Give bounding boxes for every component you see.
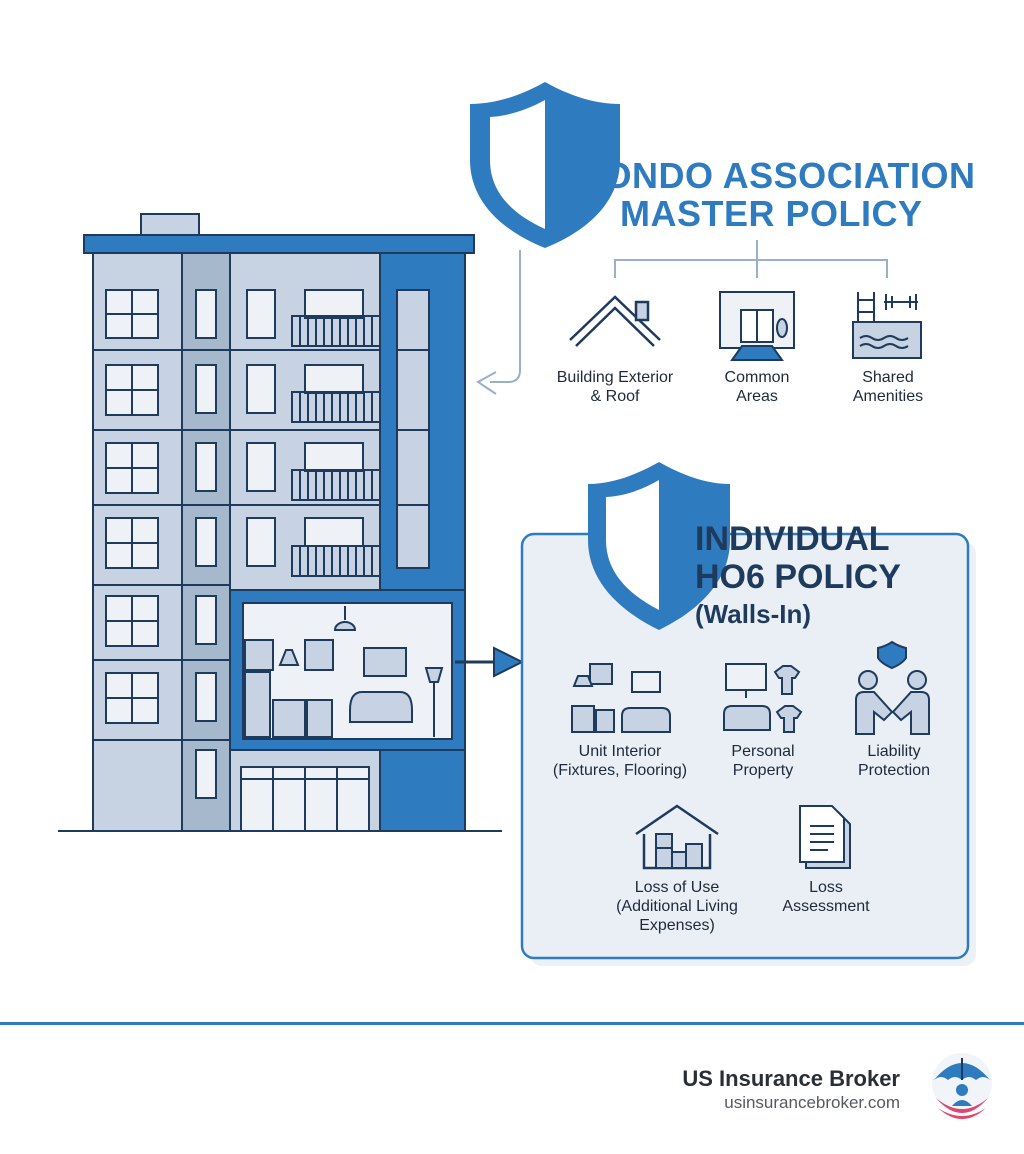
item-label: Property <box>732 762 794 779</box>
ho6-title-line2: HO6 POLICY <box>695 558 901 596</box>
item-label: Building Exterior <box>556 369 674 386</box>
brand-logo <box>932 1053 992 1119</box>
master-shield-icon <box>470 82 620 248</box>
item-label: Common <box>724 369 790 386</box>
brand-name: US Insurance Broker <box>682 1066 900 1091</box>
item-label: Areas <box>736 388 778 405</box>
item-label: Unit Interior <box>578 743 662 760</box>
ho6-title-line1: INDIVIDUAL <box>695 520 890 558</box>
condo-building <box>58 213 502 832</box>
ho6-item-loss-of-use: Loss of Use (Additional Living Expenses) <box>600 878 754 935</box>
ho6-item-liability: Liability Protection <box>834 742 954 780</box>
item-label: Loss of Use <box>634 879 720 896</box>
kitchen-icon <box>571 663 671 733</box>
footer-divider <box>0 1022 1024 1025</box>
handshake-icon <box>855 640 930 735</box>
brand-url: usinsurancebroker.com <box>724 1093 900 1112</box>
item-label: Assessment <box>782 898 870 915</box>
belongings-icon <box>723 663 803 733</box>
master-connector <box>476 240 888 395</box>
ho6-panel <box>520 532 976 966</box>
master-item-building: Building Exterior & Roof <box>535 368 695 406</box>
pool-gym-icon <box>852 292 922 359</box>
item-label: & Roof <box>590 388 640 405</box>
document-icon <box>799 805 851 869</box>
ho6-title-line3: (Walls-In) <box>695 599 812 629</box>
ho6-arrow-icon <box>455 646 525 678</box>
ho6-item-unit-interior: Unit Interior (Fixtures, Flooring) <box>535 742 705 780</box>
item-label: Loss <box>809 879 843 896</box>
item-label: Liability <box>867 743 921 760</box>
item-label: (Fixtures, Flooring) <box>552 762 688 779</box>
roof-icon <box>569 295 661 347</box>
item-label: Protection <box>857 762 931 779</box>
ho6-item-personal-property: Personal Property <box>703 742 823 780</box>
ho6-shield-icon <box>588 462 730 630</box>
ho6-item-loss-assessment: Loss Assessment <box>766 878 886 916</box>
item-label: (Additional Living <box>616 898 738 915</box>
item-label: Shared <box>862 369 914 386</box>
master-item-amenities: Shared Amenities <box>828 368 948 406</box>
master-title-line1: CONDO ASSOCIATION <box>577 155 976 196</box>
item-label: Amenities <box>852 388 924 405</box>
house-boxes-icon <box>635 804 719 870</box>
item-label: Personal <box>731 743 795 760</box>
master-item-common: Common Areas <box>697 368 817 406</box>
master-title-line2: MASTER POLICY <box>620 193 923 234</box>
lobby-icon <box>719 291 795 361</box>
item-label: Expenses) <box>639 917 715 934</box>
